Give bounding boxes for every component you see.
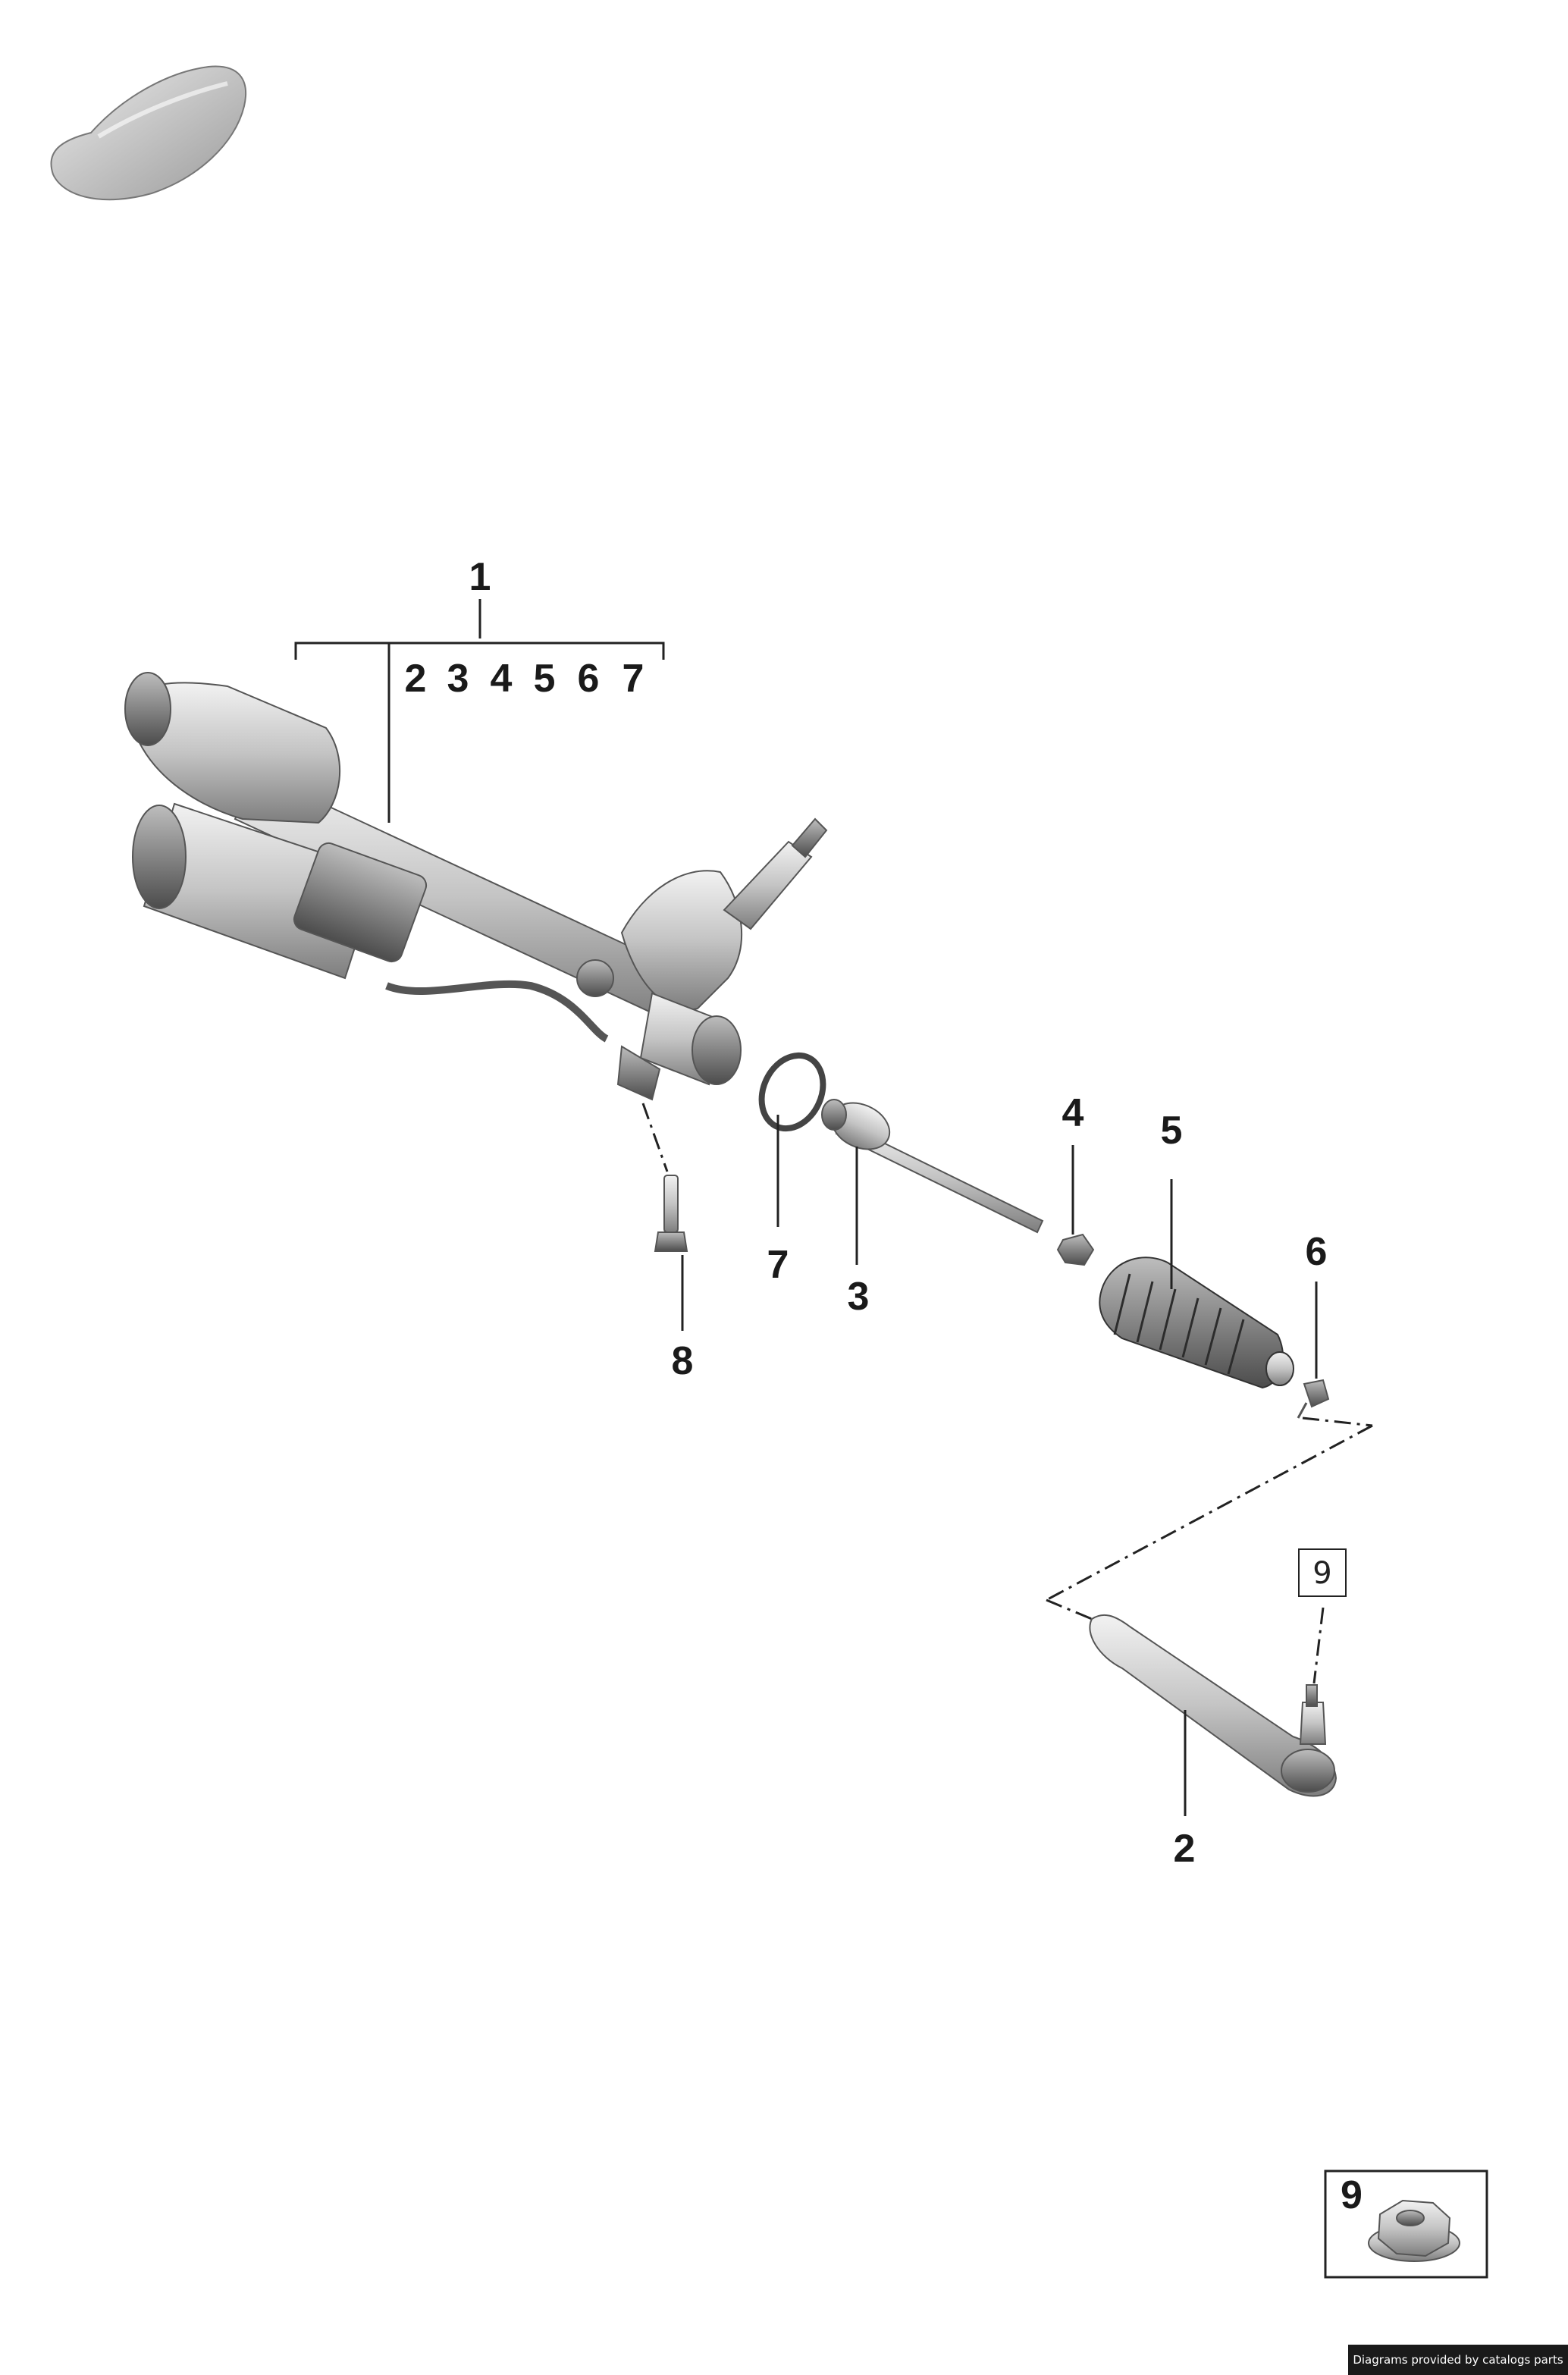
callout-numbers: 1 2 3 4 5 6 7 4 5 6 7 3 8 2	[405, 555, 1328, 1871]
assembly-path-lines	[641, 1103, 1373, 1684]
group-item-7: 7	[622, 657, 644, 701]
group-item-5: 5	[534, 657, 556, 701]
inner-tie-rod	[821, 1099, 1044, 1234]
inset-label: 9	[1341, 2173, 1363, 2217]
inset-part-9: 9	[1324, 2170, 1488, 2279]
reference-box-9: 9	[1298, 1548, 1347, 1597]
lock-nut	[1056, 1233, 1095, 1266]
callout-3: 3	[848, 1275, 870, 1319]
group-item-4: 4	[491, 657, 513, 701]
small-clip	[1297, 1379, 1330, 1419]
ring-clamp	[758, 1052, 826, 1132]
callout-7: 7	[767, 1243, 789, 1287]
mounting-bolt	[654, 1175, 688, 1252]
group-item-2: 2	[405, 657, 427, 701]
bellows-boot	[1099, 1257, 1294, 1389]
credit-banner: Diagrams provided by catalogs parts	[1348, 2345, 1568, 2375]
callout-5: 5	[1161, 1109, 1183, 1153]
flange-nut-icon	[1368, 2199, 1460, 2262]
callout-2: 2	[1174, 1827, 1196, 1871]
callout-6: 6	[1306, 1230, 1328, 1274]
vehicle-thumbnail-icon	[50, 65, 247, 201]
tie-rod-end	[1089, 1614, 1338, 1797]
reference-box-label: 9	[1312, 1556, 1331, 1591]
leader-lines	[294, 599, 1318, 1816]
group-item-6: 6	[578, 657, 600, 701]
steering-rack-assembly	[124, 672, 828, 1101]
callout-4: 4	[1062, 1091, 1084, 1135]
group-item-3: 3	[447, 657, 469, 701]
callout-1: 1	[469, 555, 491, 599]
callout-8: 8	[672, 1339, 694, 1383]
